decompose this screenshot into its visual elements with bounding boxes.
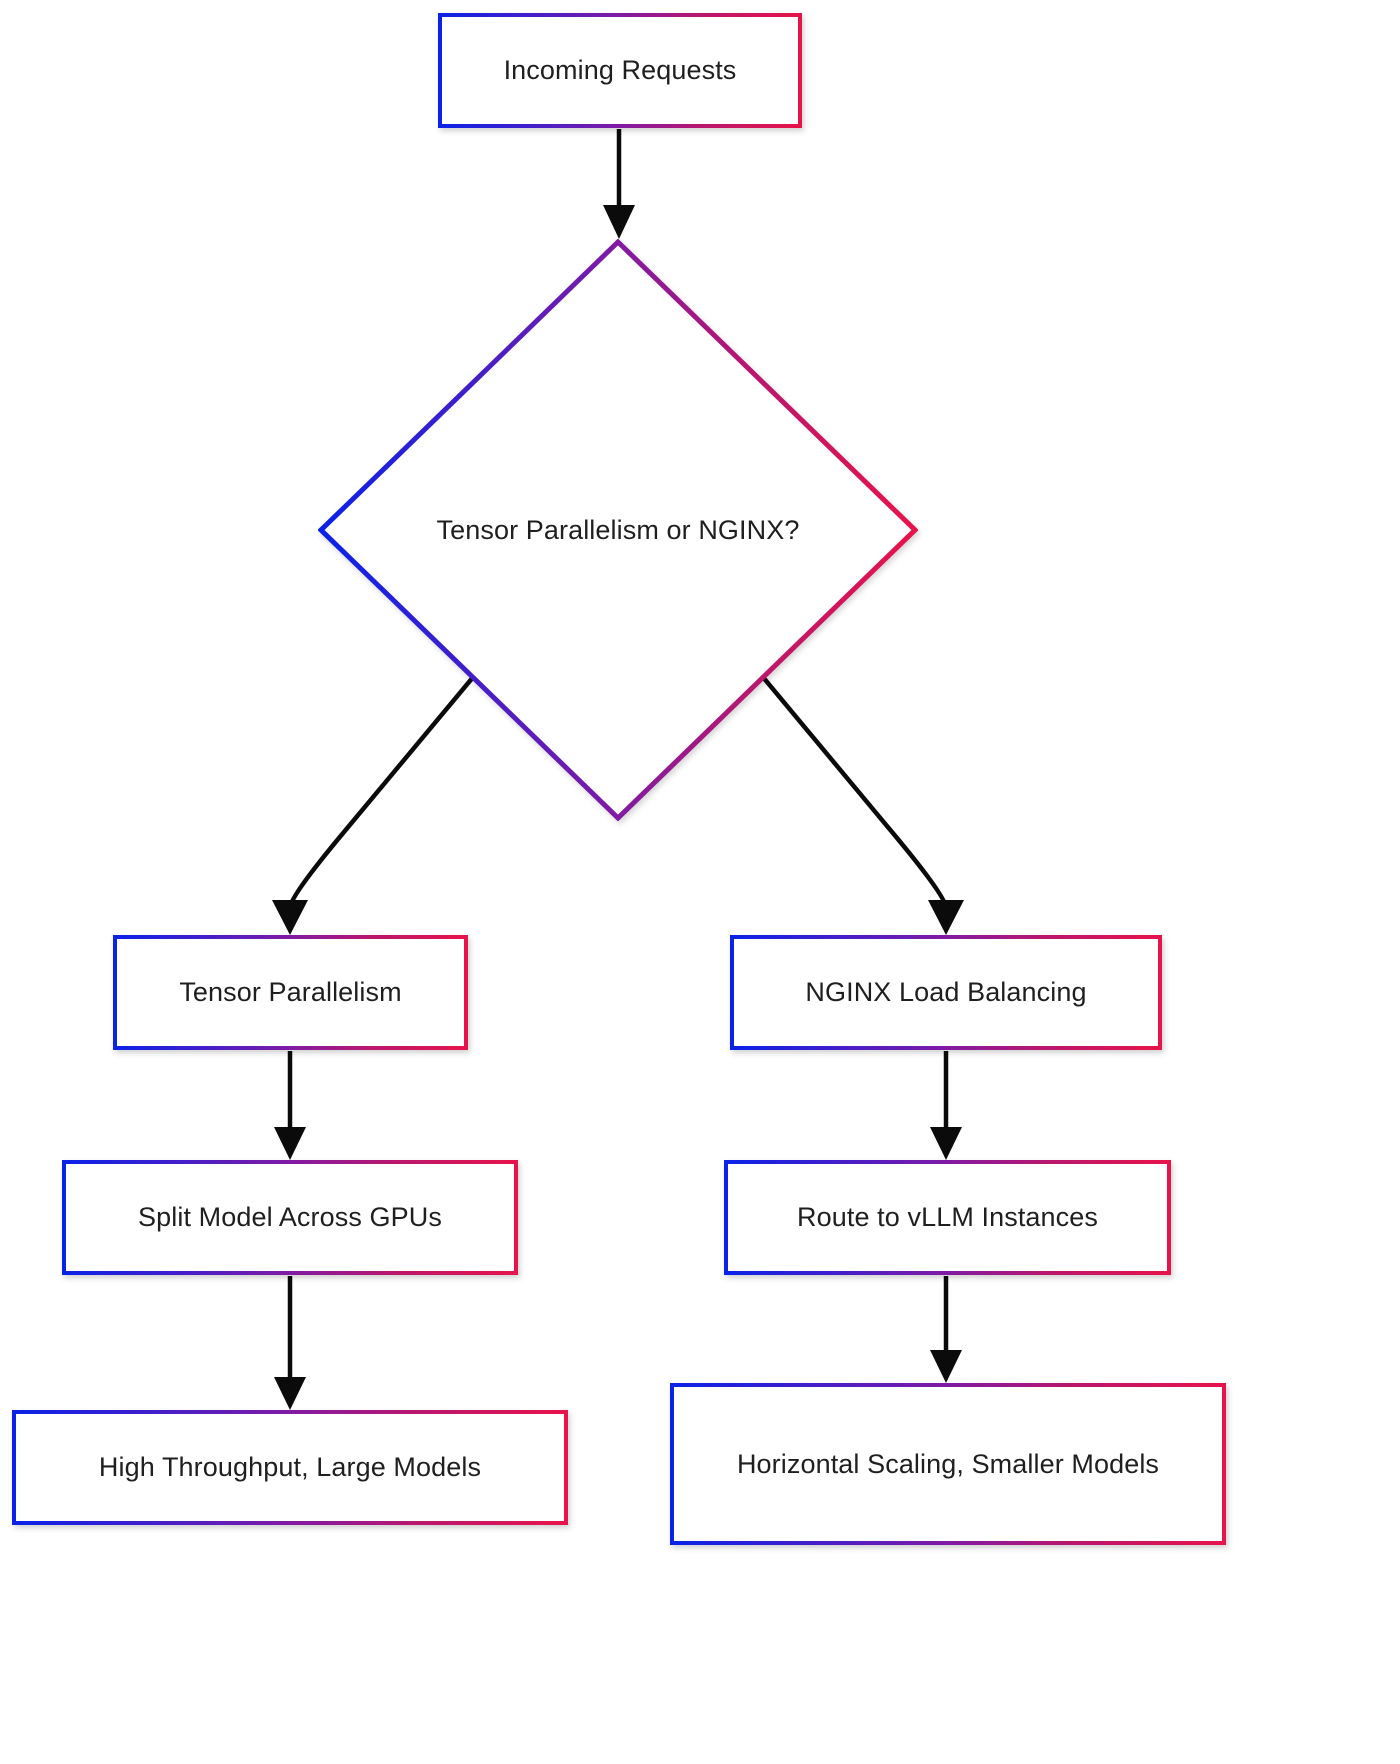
node-high-throughput-large-models-label: High Throughput, Large Models (16, 1414, 564, 1521)
edge-split-model-to-high-throughput (274, 1276, 306, 1410)
edge-nginx-lb-to-route-vllm (930, 1051, 962, 1160)
node-decision-tensor-parallelism-or-nginx[interactable]: Tensor Parallelism or NGINX? (318, 239, 918, 821)
node-high-throughput-large-models[interactable]: High Throughput, Large Models (12, 1410, 568, 1525)
node-decision-label: Tensor Parallelism or NGINX? (436, 514, 800, 545)
node-tensor-parallelism-label: Tensor Parallelism (117, 939, 464, 1046)
node-split-model-across-gpus[interactable]: Split Model Across GPUs (62, 1160, 518, 1275)
node-horizontal-scaling-smaller-models-label: Horizontal Scaling, Smaller Models (674, 1387, 1222, 1541)
node-horizontal-scaling-smaller-models[interactable]: Horizontal Scaling, Smaller Models (670, 1383, 1226, 1545)
node-incoming-requests[interactable]: Incoming Requests (438, 13, 802, 128)
node-route-to-vllm-instances[interactable]: Route to vLLM Instances (724, 1160, 1171, 1275)
node-route-to-vllm-instances-label: Route to vLLM Instances (728, 1164, 1167, 1271)
node-nginx-load-balancing-label: NGINX Load Balancing (734, 939, 1158, 1046)
node-tensor-parallelism[interactable]: Tensor Parallelism (113, 935, 468, 1050)
edge-incoming-to-decision (603, 129, 635, 239)
node-nginx-load-balancing[interactable]: NGINX Load Balancing (730, 935, 1162, 1050)
node-incoming-requests-label: Incoming Requests (442, 17, 798, 124)
node-split-model-across-gpus-label: Split Model Across GPUs (66, 1164, 514, 1271)
diamond-shape-icon (318, 239, 918, 821)
edge-tensor-parallelism-to-split-model (274, 1051, 306, 1160)
edge-decision-to-tensor-parallelism (272, 674, 476, 935)
edge-decision-to-nginx-lb (760, 674, 964, 935)
edge-route-vllm-to-horizontal-scaling (930, 1276, 962, 1383)
